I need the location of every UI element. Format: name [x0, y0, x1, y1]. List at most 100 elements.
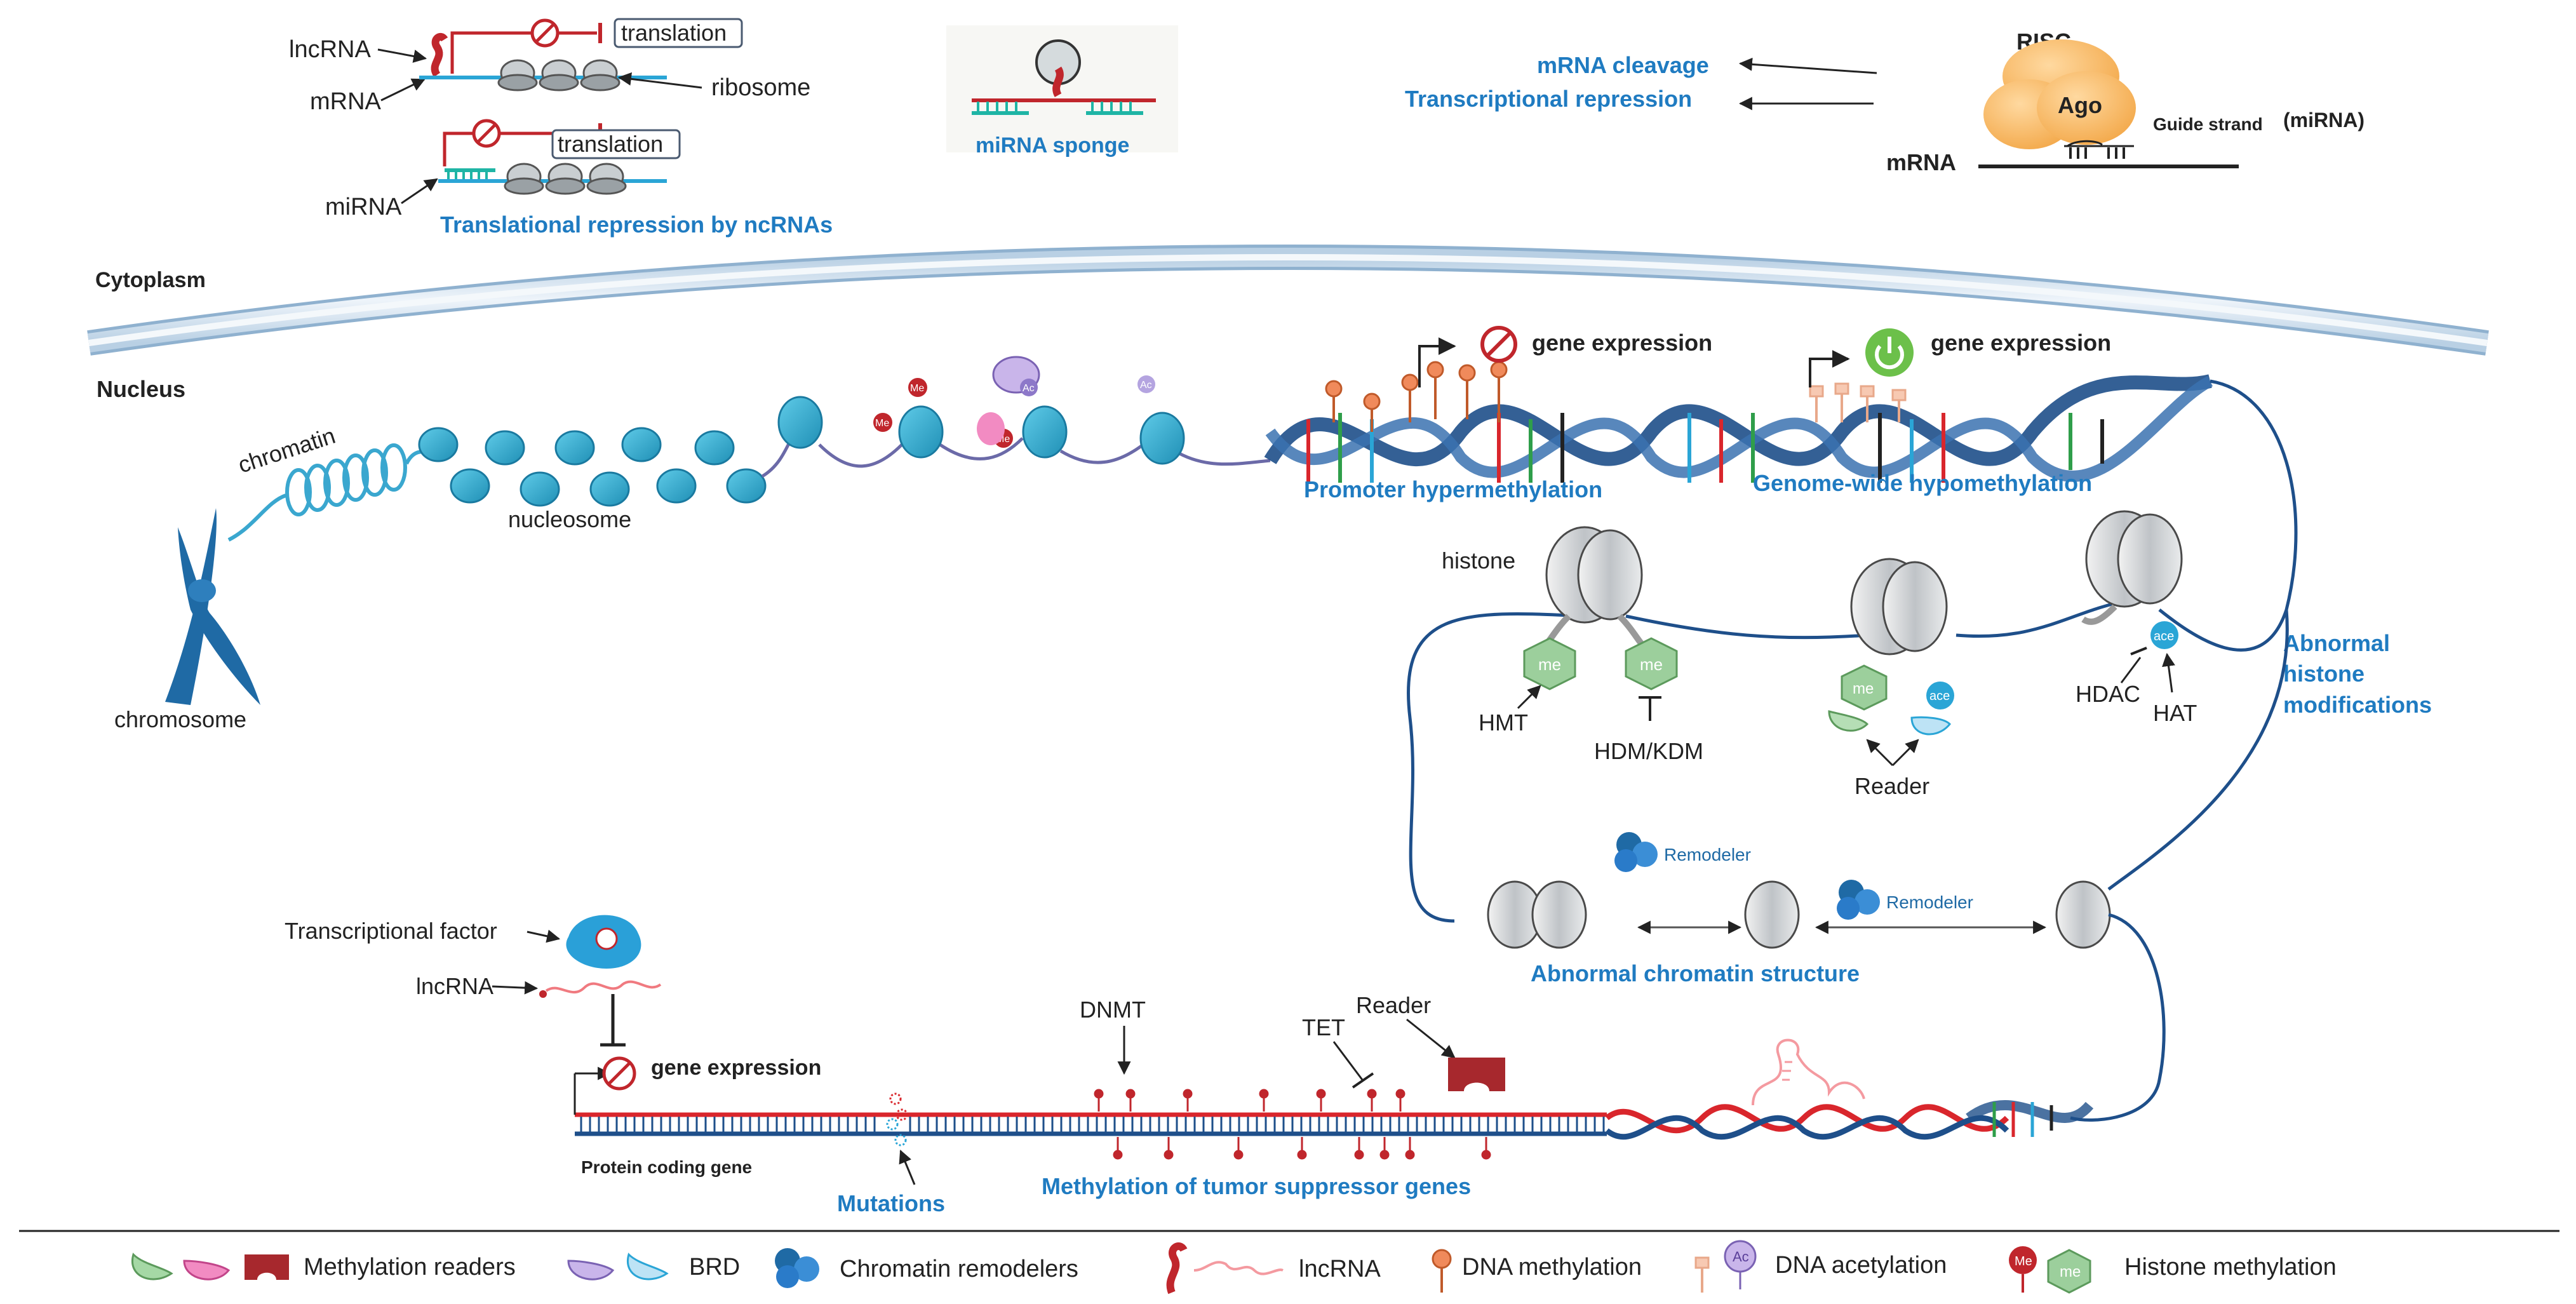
translation-label-1: translation — [621, 20, 727, 46]
dna-methylation-icon — [1432, 1249, 1452, 1293]
lncrna-label: lncRNA — [289, 36, 371, 63]
nucleosome-array — [418, 427, 767, 507]
dna-methylation-pins — [1325, 361, 1907, 432]
nucleosome-label: nucleosome — [508, 506, 631, 532]
abnormal-histone-label-2: histone — [2283, 661, 2365, 687]
reader-bottom-label: Reader — [1356, 992, 1431, 1018]
lncrna-strand-icon — [545, 980, 662, 994]
mirna-comb-icon — [445, 168, 495, 179]
me-hexagon-icon: me me — [1523, 637, 1678, 690]
mirna-sponge-label: miRNA sponge — [976, 133, 1129, 158]
mrna-label: mRNA — [310, 88, 382, 115]
me-mark-icon: Me Me Me — [873, 378, 1013, 448]
remodeler-icon — [1614, 832, 1880, 920]
histone-octamer — [1545, 510, 2183, 655]
legend-chromatin-remodelers: Chromatin remodelers — [840, 1256, 1078, 1282]
genome-wide-hypomethylation-label: Genome-wide hypomethylation — [1753, 470, 2092, 496]
svg-text:Ac: Ac — [1140, 380, 1152, 391]
svg-text:ace: ace — [2154, 629, 2174, 643]
no-symbol-icon — [530, 18, 560, 48]
legend-dna-methylation: DNA methylation — [1462, 1254, 1642, 1280]
mirna-label: miRNA — [325, 194, 402, 220]
mutations-label: Mutations — [837, 1190, 945, 1216]
methylation-tsg-label: Methylation of tumor suppressor genes — [1042, 1173, 1471, 1199]
remodeler-label-2: Remodeler — [1886, 892, 1973, 912]
guide-strand-paren: (miRNA) — [2283, 109, 2365, 131]
svg-text:ace: ace — [1929, 689, 1950, 703]
abnormal-histone-label-1: Abnormal — [2283, 630, 2390, 656]
translation-box-1 — [614, 18, 743, 48]
gene-off-icon — [1480, 326, 1517, 363]
dnmt-label: DNMT — [1080, 997, 1146, 1023]
chromosome-label: chromosome — [114, 706, 246, 732]
risc-panel: mRNA cleavage Transcriptional repression… — [1405, 29, 2365, 175]
bottom-dna-ladder — [575, 1112, 1607, 1136]
reader-icon: me ace — [1828, 664, 1954, 736]
translation-box-2 — [551, 129, 681, 159]
svg-text:me: me — [1853, 680, 1874, 697]
gene-expression-blocked-icon — [602, 1056, 636, 1091]
chromatin-coil — [285, 443, 407, 516]
chromosome-icon — [165, 508, 260, 705]
hmt-label: HMT — [1479, 709, 1528, 736]
dna-acetylation-icon: Ac — [1694, 1240, 1757, 1293]
legend-dna-acetylation: DNA acetylation — [1775, 1252, 1947, 1279]
lncrna-loop-icon — [1752, 1038, 1865, 1106]
hat-label: HAT — [2153, 700, 2197, 726]
legend-methylation-readers: Methylation readers — [304, 1254, 516, 1280]
lncrna-hairpin-icon — [431, 32, 448, 77]
promoter-hypermethylation-label: Promoter hypermethylation — [1304, 476, 1602, 502]
mrna-cleavage-label: mRNA cleavage — [1537, 52, 1709, 78]
lncrna-legend-icon — [1166, 1242, 1284, 1294]
abnormal-chromatin-structure-label: Abnormal chromatin structure — [1531, 960, 1860, 986]
ribosome-icon-2 — [504, 163, 627, 195]
histone-label: histone — [1442, 548, 1515, 574]
mutation-icon — [886, 1092, 908, 1146]
protein-coding-gene-label: Protein coding gene — [581, 1157, 752, 1177]
transcription-factor-icon — [566, 915, 641, 969]
risc-mrna-label: mRNA — [1886, 149, 1956, 175]
reader-label: Reader — [1855, 773, 1929, 799]
ago-label: Ago — [2058, 92, 2102, 118]
methyl-pins-top — [1094, 1089, 1405, 1112]
legend-histone-methylation: Histone methylation — [2124, 1254, 2337, 1280]
chromatin-remodelers-icon — [775, 1248, 819, 1288]
histone-methylation-icon: Me me — [2009, 1246, 2091, 1294]
gene-expression-on-label: gene expression — [1931, 330, 2111, 356]
no-symbol-icon-2 — [472, 119, 501, 148]
mirna-sponge-panel: miRNA sponge — [946, 25, 1178, 158]
ac-mark-icon: Ac Ac — [977, 356, 1155, 445]
transcriptional-repression-label: Transcriptional repression — [1405, 86, 1692, 112]
svg-text:Me: Me — [910, 383, 924, 394]
methyl-pins-bottom — [1113, 1137, 1491, 1160]
svg-text:Me: Me — [2015, 1254, 2032, 1268]
hdm-kdm-label: HDM/KDM — [1594, 738, 1703, 764]
gene-expression-off-label: gene expression — [1532, 330, 1712, 356]
svg-text:Ac: Ac — [1023, 383, 1035, 394]
gene-expression-bottom-label: gene expression — [651, 1056, 821, 1080]
legend-lncrna: lncRNA — [1299, 1256, 1381, 1282]
remodel-nucleosomes — [1487, 880, 2111, 949]
svg-text:me: me — [1640, 655, 1663, 674]
ribosome-label: ribosome — [711, 74, 810, 101]
translation-label-2: translation — [558, 131, 663, 157]
methylation-readers-icon — [131, 1253, 289, 1280]
cytoplasm-label: Cytoplasm — [95, 268, 206, 292]
nucleus-label: Nucleus — [97, 376, 185, 402]
nucleosome-modified — [777, 396, 1185, 465]
lncrna-bottom-label: lncRNA — [416, 973, 493, 999]
reader-bottom-icon — [1448, 1058, 1505, 1091]
legend: Methylation readers BRD Chromatin remode… — [131, 1240, 2337, 1294]
remodeler-label-1: Remodeler — [1664, 845, 1751, 864]
legend-brd: BRD — [689, 1254, 740, 1280]
translational-repression-panel: lncRNA mRNA translation ribosome miRNA — [289, 18, 833, 238]
hdac-label: HDAC — [2076, 681, 2140, 707]
dna-helix — [1264, 374, 2213, 483]
transcriptional-factor-label: Transcriptional factor — [285, 918, 497, 944]
svg-text:Me: Me — [875, 418, 889, 429]
tet-label: TET — [1302, 1014, 1345, 1040]
ribosome-icon — [497, 59, 621, 91]
guide-strand-label: Guide strand — [2153, 114, 2263, 134]
translational-repression-label: Translational repression by ncRNAs — [440, 212, 833, 238]
